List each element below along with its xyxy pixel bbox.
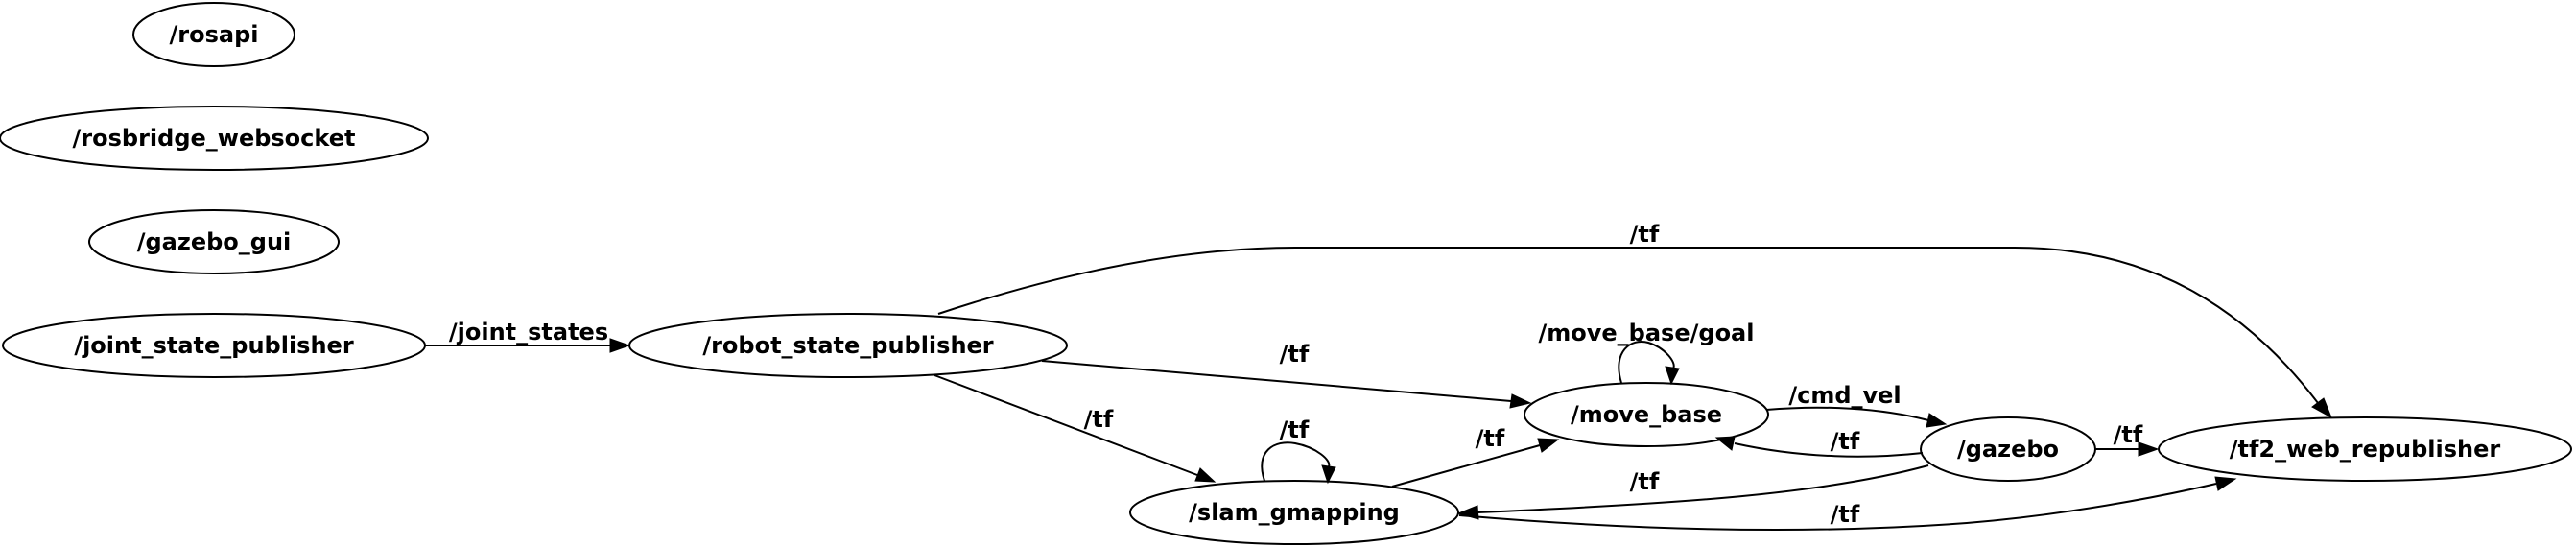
edge-slam-to-move-base: /tf bbox=[1391, 425, 1560, 488]
edge-slam-to-tf2-label: /tf bbox=[1831, 501, 1860, 528]
edge-slam-self-arrowhead bbox=[1321, 464, 1336, 485]
edge-cmd-vel-arrowhead bbox=[1926, 413, 1948, 428]
edge-rsp-to-move-base-arrowhead bbox=[1509, 393, 1532, 409]
edge-rsp-to-tf2-label: /tf bbox=[1630, 221, 1660, 248]
node-gazebo-gui-label: /gazebo_gui bbox=[137, 228, 292, 255]
node-robot-state-publisher-label: /robot_state_publisher bbox=[702, 332, 993, 359]
edge-rsp-to-move-base-label: /tf bbox=[1280, 341, 1310, 368]
edge-slam-to-tf2: /tf bbox=[1458, 476, 2237, 532]
edge-slam-self-line bbox=[1261, 441, 1331, 482]
edge-rsp-to-tf2: /tf bbox=[937, 221, 2332, 419]
edge-rsp-to-move-base: /tf bbox=[1041, 341, 1532, 409]
edge-rsp-to-slam-label: /tf bbox=[1084, 406, 1114, 433]
node-gazebo-gui-shape bbox=[88, 209, 340, 274]
node-rosapi[interactable]: /rosapi bbox=[132, 2, 295, 67]
edge-gazebo-to-tf2-arrowhead bbox=[2138, 441, 2160, 457]
edge-slam-self: /tf bbox=[1261, 416, 1336, 485]
edge-joint-states-label: /joint_states bbox=[449, 319, 608, 345]
edge-move-base-goal-line bbox=[1618, 341, 1675, 384]
edge-gazebo-to-tf2-label: /tf bbox=[2114, 421, 2143, 448]
edge-slam-to-tf2-arrowhead bbox=[2214, 476, 2237, 491]
node-tf2-web-republisher-label: /tf2_web_republisher bbox=[2230, 436, 2501, 463]
edge-gazebo-to-tf2: /tf bbox=[2095, 421, 2160, 457]
edge-move-base-goal: /move_base/goal bbox=[1539, 320, 1755, 386]
edge-rsp-to-tf2-arrowhead bbox=[2311, 397, 2332, 419]
edge-move-base-goal-arrowhead bbox=[1665, 366, 1680, 386]
edge-slam-to-move-base-line bbox=[1391, 444, 1541, 488]
edge-slam-to-move-base-label: /tf bbox=[1476, 425, 1505, 452]
edge-cmd-vel-label: /cmd_vel bbox=[1788, 382, 1901, 409]
node-move-base-label: /move_base bbox=[1571, 401, 1722, 428]
node-move-base[interactable]: /move_base bbox=[1524, 382, 1769, 447]
edge-slam-to-move-base-arrowhead bbox=[1537, 438, 1560, 453]
edge-gazebo-to-slam-line bbox=[1477, 464, 1929, 513]
edge-gazebo-to-move-base-label: /tf bbox=[1831, 428, 1860, 455]
edge-rsp-to-slam: /tf bbox=[934, 374, 1217, 483]
node-rosapi-label: /rosapi bbox=[170, 21, 259, 48]
edge-gazebo-to-slam-label: /tf bbox=[1630, 468, 1660, 495]
node-gazebo-gui[interactable]: /gazebo_gui bbox=[88, 209, 340, 274]
node-rosbridge-websocket[interactable]: /rosbridge_websocket bbox=[0, 106, 429, 171]
node-joint-state-publisher[interactable]: /joint_state_publisher bbox=[2, 313, 426, 378]
edge-cmd-vel: /cmd_vel bbox=[1765, 382, 1948, 428]
node-robot-state-publisher[interactable]: /robot_state_publisher bbox=[628, 313, 1068, 378]
edge-joint-states-arrowhead bbox=[609, 338, 631, 353]
edge-gazebo-to-move-base-arrowhead bbox=[1714, 436, 1736, 451]
edge-joint-states: /joint_states bbox=[425, 319, 631, 353]
edge-slam-to-tf2-line bbox=[1458, 483, 2217, 532]
edge-rsp-to-move-base-line bbox=[1041, 360, 1512, 402]
node-tf2-web-republisher[interactable]: /tf2_web_republisher bbox=[2158, 416, 2572, 482]
edge-rsp-to-slam-arrowhead bbox=[1194, 467, 1217, 483]
node-gazebo[interactable]: /gazebo bbox=[1920, 416, 2096, 482]
edge-move-base-goal-label: /move_base/goal bbox=[1539, 320, 1755, 346]
node-rosbridge-websocket-label: /rosbridge_websocket bbox=[73, 125, 356, 152]
node-gazebo-label: /gazebo bbox=[1957, 436, 2059, 463]
node-rosbridge-websocket-shape bbox=[0, 106, 429, 171]
node-slam-gmapping-shape bbox=[1129, 480, 1459, 545]
node-rosapi-shape bbox=[132, 2, 295, 67]
node-move-base-shape bbox=[1524, 382, 1769, 447]
edge-gazebo-to-move-base-line bbox=[1734, 442, 1924, 458]
edge-rsp-to-tf2-line bbox=[937, 247, 2319, 404]
edge-slam-self-label: /tf bbox=[1280, 416, 1310, 443]
node-slam-gmapping-label: /slam_gmapping bbox=[1189, 499, 1400, 526]
node-joint-state-publisher-label: /joint_state_publisher bbox=[74, 332, 354, 359]
edge-gazebo-to-move-base: /tf bbox=[1714, 428, 1924, 458]
edge-rsp-to-slam-line bbox=[934, 374, 1198, 476]
node-slam-gmapping[interactable]: /slam_gmapping bbox=[1129, 480, 1459, 545]
edge-cmd-vel-line bbox=[1765, 406, 1929, 421]
